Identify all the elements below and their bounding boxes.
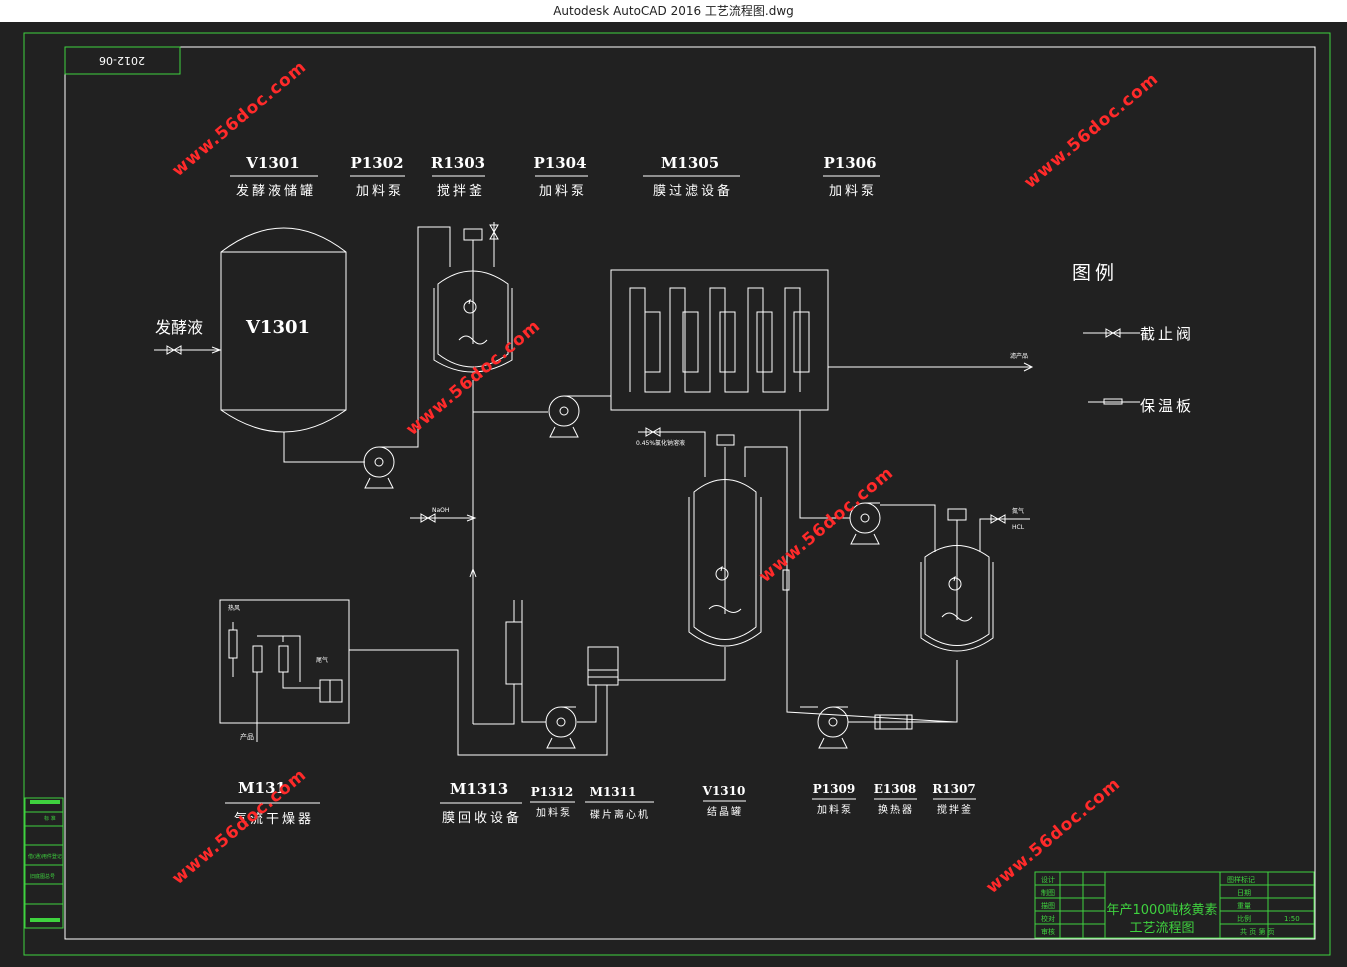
svg-text:HCL: HCL [1012,524,1025,531]
svg-text:V1301: V1301 [245,154,299,172]
label-M1311: M1311 碟片离心机 [585,785,654,821]
svg-text:氮气: 氮气 [1012,507,1024,515]
svg-text:碟片离心机: 碟片离心机 [590,808,650,821]
svg-text:V1310: V1310 [702,784,746,798]
pump-p1312[interactable] [545,706,577,749]
svg-text:膜回收设备: 膜回收设备 [442,810,522,826]
label-M1313: M1313 膜回收设备 [440,780,522,826]
inner-frame [64,46,1316,940]
svg-text:描图: 描图 [1041,901,1055,910]
svg-text:年产1000吨核黄素: 年产1000吨核黄素 [1106,903,1217,918]
centrifuge-m1311[interactable] [587,646,619,686]
label-E1308: E1308 换热器 [874,782,917,816]
reactor-r1303[interactable] [433,222,513,373]
svg-text:标 准: 标 准 [44,815,56,822]
svg-text:加料泵: 加料泵 [829,184,877,199]
svg-text:NaOH: NaOH [432,507,449,514]
svg-text:保温板: 保温板 [1140,397,1194,415]
svg-text:0.45%氯化钠溶液: 0.45%氯化钠溶液 [636,439,685,447]
svg-text:图例: 图例 [1072,262,1118,284]
svg-text:M131: M131 [238,779,286,797]
svg-text:加料泵: 加料泵 [356,184,404,199]
svg-text:P1312: P1312 [531,785,573,799]
svg-text:E1308: E1308 [874,782,917,796]
legend: 图例 截止阀 保温板 [1072,262,1194,415]
svg-text:搅拌釜: 搅拌釜 [937,803,973,816]
reactor-r1307[interactable] [920,508,1030,652]
svg-text:日期: 日期 [1237,889,1251,897]
insulation-icon [1103,398,1123,405]
svg-text:比例: 比例 [1237,914,1251,923]
label-R1303: R1303 搅拌釜 [431,154,485,199]
svg-text:P1302: P1302 [350,154,403,172]
label-P1304: P1304 加料泵 [533,154,588,199]
svg-text:审核: 审核 [1041,927,1055,936]
svg-text:结晶罐: 结晶罐 [707,805,743,818]
dryer-product-label: 产品 [240,732,254,741]
svg-text:换热器: 换热器 [878,803,914,816]
window-title: Autodesk AutoCAD 2016 工艺流程图.dwg [0,0,1347,22]
svg-text:旧底图总号: 旧底图总号 [30,873,55,880]
label-V1310: V1310 结晶罐 [702,784,746,818]
outlet-label: 滤产品 [1010,352,1028,360]
svg-text:R1307: R1307 [932,782,975,796]
label-P1312: P1312 加料泵 [530,785,575,819]
pump-p1309[interactable] [817,706,849,749]
title-block: 设计 制图 描图 校对 审核 图样标记 日期 重量 比例 共 页 第 页 1:5… [1034,871,1315,939]
membrane-recovery-m1313[interactable] [505,600,523,685]
svg-text:膜过滤设备: 膜过滤设备 [653,183,733,199]
label-V1301: V1301 发酵液储罐 [230,154,318,199]
svg-text:校对: 校对 [1041,914,1055,923]
svg-text:设计: 设计 [1041,875,1055,884]
svg-text:2012-06: 2012-06 [99,54,145,67]
pump-p1304[interactable] [548,395,580,438]
membrane-m1305[interactable] [610,269,829,411]
svg-text:1:50: 1:50 [1284,915,1300,923]
svg-text:尾气: 尾气 [316,656,328,664]
outer-frame [23,32,1331,956]
label-R1307: R1307 搅拌釜 [932,782,976,816]
svg-text:M1311: M1311 [590,785,637,799]
svg-text:热风: 热风 [228,604,240,612]
svg-text:气流干燥器: 气流干燥器 [234,811,314,827]
feed-label: 发酵液 [155,318,203,337]
svg-text:www.56doc.com: www.56doc.com [402,316,544,440]
label-P1302: P1302 加料泵 [350,154,405,199]
side-table: 标 准 借(通)用件登记 旧底图总号 [24,797,64,929]
tank-v1301[interactable]: V1301 [220,227,347,433]
pump-p1302[interactable] [363,446,395,489]
svg-text:P1309: P1309 [813,782,855,796]
svg-text:借(通)用件登记: 借(通)用件登记 [28,853,62,860]
svg-text:R1303: R1303 [431,154,485,172]
svg-text:www.56doc.com: www.56doc.com [755,463,897,587]
crystallizer-v1310[interactable] [688,434,762,647]
drawing-canvas[interactable]: 2012-06 标 准 借(通)用件登记 旧底图总号 V1301 发酵液储罐 P… [0,22,1347,967]
date-stamp: 2012-06 [64,46,181,75]
svg-text:工艺流程图: 工艺流程图 [1129,921,1194,936]
label-M1314: M131 气流干燥器 [225,779,320,827]
svg-text:V1301: V1301 [245,317,310,338]
label-M1305: M1305 膜过滤设备 [643,154,740,199]
dryer-m1314[interactable]: 热风 尾气 [219,599,350,742]
label-P1309: P1309 加料泵 [812,782,856,816]
svg-text:加料泵: 加料泵 [817,803,853,816]
equipment-bottom-labels: M131 气流干燥器 M1313 膜回收设备 P1312 加料泵 M1311 碟… [225,779,976,827]
svg-text:P1304: P1304 [533,154,586,172]
svg-text:www.56doc.com: www.56doc.com [1020,69,1162,193]
svg-text:M1313: M1313 [450,780,508,798]
svg-text:发酵液储罐: 发酵液储罐 [236,183,316,199]
svg-text:共 页 第 页: 共 页 第 页 [1240,927,1275,936]
label-P1306: P1306 加料泵 [823,154,880,199]
svg-text:加料泵: 加料泵 [536,806,572,819]
svg-text:制图: 制图 [1041,888,1055,897]
svg-text:M1305: M1305 [661,154,719,172]
svg-text:搅拌釜: 搅拌釜 [437,183,485,199]
svg-text:截止阀: 截止阀 [1140,325,1194,343]
svg-text:P1306: P1306 [823,154,876,172]
svg-text:加料泵: 加料泵 [539,184,587,199]
svg-text:重量: 重量 [1237,902,1251,910]
svg-text:图样标记: 图样标记 [1227,875,1255,884]
equipment-top-labels: V1301 发酵液储罐 P1302 加料泵 R1303 搅拌釜 P1304 加料… [230,154,880,199]
